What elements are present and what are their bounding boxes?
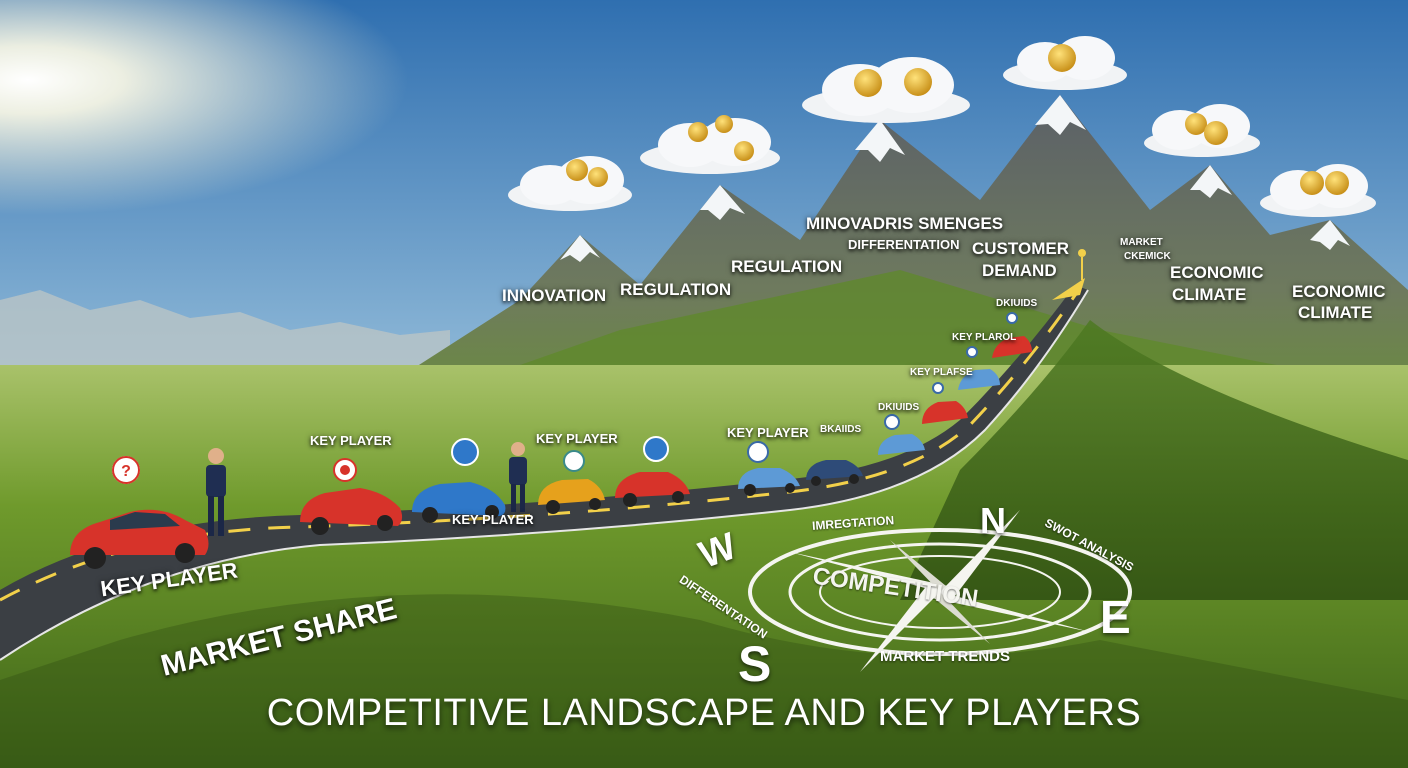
car-blue-7 (958, 369, 1000, 390)
label-dkiuids-2: DKIUIDS (996, 298, 1038, 309)
car-red-3 (615, 472, 690, 507)
compass-north: N (980, 500, 1006, 541)
label-bkaiids: BKAIIDS (820, 424, 862, 435)
label-minovadris: MINOVADRIS SMENGES (806, 214, 1004, 233)
compass-east: E (1100, 591, 1131, 643)
label-economic-climate-line1: ECONOMIC (1170, 263, 1264, 282)
pin-icon (932, 382, 944, 394)
label-key-player-5: KEY PLAYER (727, 425, 809, 440)
label-dkiuids: DKIUIDS (878, 402, 920, 413)
label-economic-climate-2-line1: ECONOMIC (1292, 282, 1386, 301)
businessmen (206, 442, 527, 536)
label-key-player-3: KEY PLAYER (452, 512, 534, 527)
label-economic-climate-line2: CLIMATE (1172, 285, 1247, 304)
question-pin-icon: ? (112, 456, 140, 496)
svg-text:?: ? (121, 463, 131, 480)
car-red-6 (922, 401, 968, 424)
label-economic-climate-2-line2: CLIMATE (1298, 303, 1373, 322)
pin-icon (563, 450, 585, 472)
car-blue-4 (738, 468, 800, 496)
car-yellow (538, 479, 605, 514)
label-regulation-2: REGULATION (731, 257, 843, 276)
pin-icon (451, 438, 479, 466)
label-differentation: DIFFERENTATION (848, 237, 960, 252)
map-pins: ? (112, 312, 1018, 496)
road (0, 285, 1089, 661)
label-customer-demand-line2: DEMAND (982, 261, 1057, 280)
pin-icon (747, 441, 769, 463)
label-key-plarol: KEY PLAROL (952, 332, 1017, 343)
page-title: COMPETITIVE LANDSCAPE AND KEY PLAYERS (266, 692, 1142, 734)
label-innovation: INNOVATION (502, 286, 607, 305)
label-key-player-2: KEY PLAYER (310, 433, 392, 448)
car-lightblue-5 (878, 434, 925, 455)
compass-south: S (738, 636, 772, 692)
coin-clouds (508, 36, 1376, 217)
label-regulation: REGULATION (620, 280, 732, 299)
label-customer-demand-line1: CUSTOMER (972, 239, 1069, 258)
car-red-8 (992, 336, 1032, 358)
pin-icon (884, 414, 900, 430)
pin-icon (966, 346, 978, 358)
car-navy (806, 460, 863, 486)
arrow-icon (1052, 278, 1085, 300)
car-blue-3 (412, 482, 506, 523)
cars (70, 336, 1032, 569)
label-market-line1: MARKET (1120, 237, 1163, 248)
compass-ring-bottom: MARKET TRENDS (880, 648, 1010, 665)
car-red-front (70, 509, 209, 569)
label-market-line2: CKEMICK (1124, 251, 1171, 262)
car-red-2 (300, 488, 403, 535)
pin-icon (333, 458, 357, 482)
pin-icon (643, 436, 669, 462)
label-key-plafse: KEY PLAFSE (910, 367, 973, 378)
label-key-player-4: KEY PLAYER (536, 431, 618, 446)
pin-icon (1006, 312, 1018, 324)
compass-rose (748, 510, 1132, 672)
